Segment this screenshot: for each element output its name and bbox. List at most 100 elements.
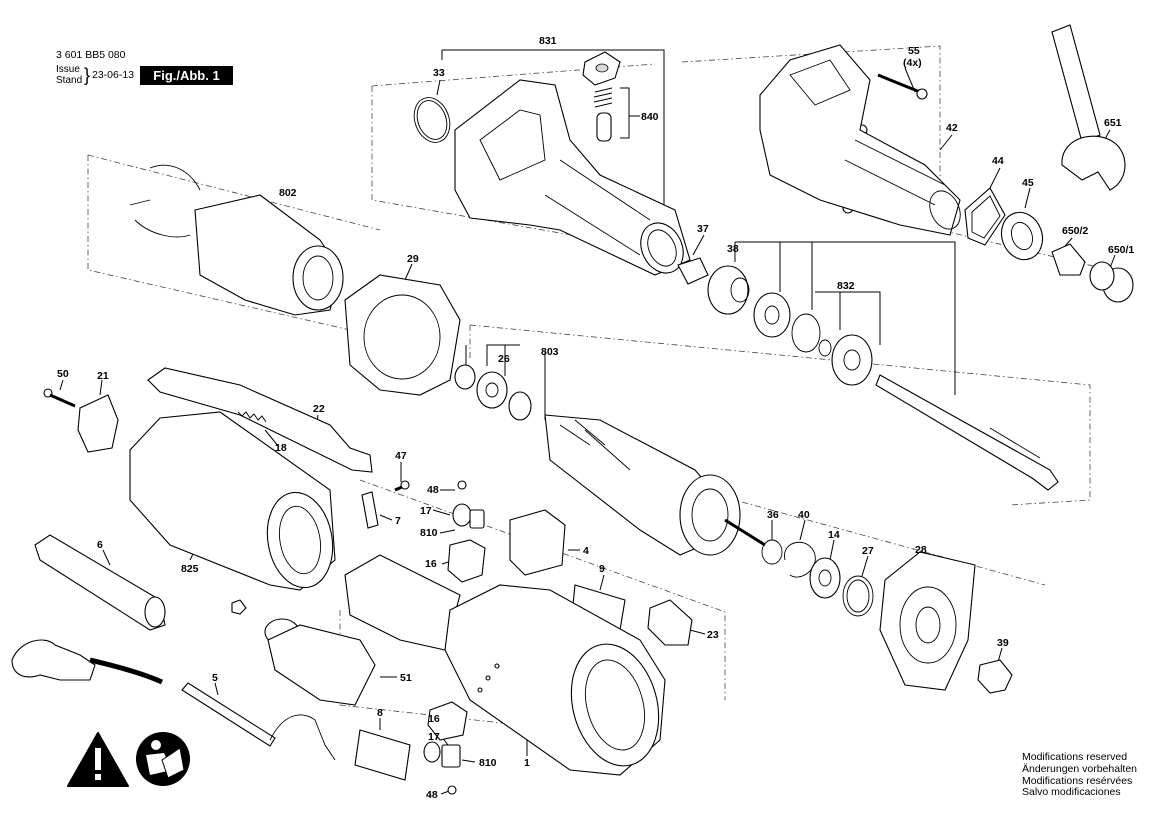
label-802: 802	[279, 187, 297, 199]
part-collet-650-2	[1051, 243, 1086, 276]
part-flange-28	[879, 551, 976, 691]
part-capacitor-4	[509, 509, 566, 576]
part-plug-39	[977, 659, 1013, 694]
part-bearings-26	[454, 364, 532, 421]
label-16-lower: 16	[428, 713, 440, 725]
label-48-upper: 48	[427, 484, 439, 496]
leader-lines	[59, 49, 1116, 795]
part-bearing-832	[753, 292, 873, 386]
label-21: 21	[97, 370, 109, 382]
label-18: 18	[275, 442, 287, 454]
label-23: 23	[707, 629, 719, 641]
part-cable-5	[181, 682, 336, 761]
modifications-line-fr: Modifications resérvées	[1022, 774, 1133, 787]
label-28: 28	[915, 544, 927, 556]
part-air-guide-29	[344, 274, 461, 396]
part-armature-803	[544, 414, 766, 556]
label-5: 5	[212, 672, 218, 684]
label-26: 26	[498, 353, 510, 365]
part-brush-holder-lower	[423, 701, 468, 795]
label-39: 39	[997, 637, 1009, 649]
part-ring-44	[964, 187, 1006, 246]
label-803: 803	[541, 346, 559, 358]
label-37: 37	[697, 223, 709, 235]
part-cover-23	[647, 599, 693, 646]
label-33: 33	[433, 67, 445, 79]
label-17-lower: 17	[428, 731, 440, 743]
label-8: 8	[377, 707, 383, 719]
label-14: 14	[828, 529, 840, 541]
doc-number: 3 601 BB5 080	[56, 49, 126, 61]
figure-label: Fig./Abb. 1	[140, 66, 233, 85]
part-cable-guard-6	[34, 534, 166, 631]
label-1: 1	[524, 757, 530, 769]
label-6: 6	[97, 539, 103, 551]
part-spindle-832	[875, 374, 1059, 491]
label-825: 825	[181, 563, 199, 575]
part-switch-rod-22	[147, 367, 373, 473]
part-nut-45	[1000, 211, 1044, 261]
part-motor-housing-825	[129, 411, 336, 591]
label-810-lower: 810	[479, 757, 497, 769]
part-ring-27	[842, 575, 874, 617]
part-gear-housing-831	[454, 79, 691, 276]
label-55-quantity: (4x)	[903, 57, 922, 69]
label-831: 831	[539, 35, 557, 47]
issue-date: 23-06-13	[92, 69, 135, 81]
label-42: 42	[946, 122, 958, 134]
label-7: 7	[395, 515, 401, 527]
label-650-2: 650/2	[1062, 225, 1088, 237]
read-manual-icon	[136, 732, 190, 786]
label-45: 45	[1022, 177, 1034, 189]
modifications-notice: Modifications reserved Änderungen vorbeh…	[1022, 751, 1138, 799]
part-bearing-38	[707, 265, 750, 315]
label-832: 832	[837, 280, 855, 292]
label-44: 44	[992, 155, 1004, 167]
part-o-ring-33	[413, 97, 451, 143]
label-22: 22	[313, 403, 325, 415]
label-48-lower: 48	[426, 789, 438, 801]
label-4: 4	[583, 545, 589, 557]
part-washers-36-40	[761, 539, 816, 578]
label-29: 29	[407, 253, 419, 265]
label-50: 50	[57, 368, 69, 380]
label-810-upper: 810	[420, 527, 438, 539]
label-27: 27	[862, 545, 874, 557]
label-17-upper: 17	[420, 505, 432, 517]
part-clip-7	[361, 491, 379, 529]
label-51: 51	[400, 672, 412, 684]
label-40: 40	[798, 509, 810, 521]
part-cable-plug	[11, 639, 164, 685]
label-36: 36	[767, 509, 779, 521]
part-spring-18	[237, 411, 267, 423]
label-650-1: 650/1	[1108, 244, 1134, 256]
part-spindle-lock-840	[582, 51, 621, 142]
part-stator-802	[129, 164, 344, 316]
part-main-housing-1	[444, 584, 666, 776]
label-38: 38	[727, 243, 739, 255]
label-651: 651	[1104, 117, 1122, 129]
part-nut-small	[231, 599, 247, 615]
part-screw-47	[394, 480, 410, 492]
part-screw-50	[43, 388, 76, 408]
warning-triangle-icon	[67, 732, 129, 787]
part-cover-21	[77, 394, 119, 453]
part-switch-housing	[344, 554, 461, 651]
part-label-8	[354, 729, 411, 781]
modifications-line-de: Änderungen vorbehalten	[1022, 762, 1138, 775]
part-gear-housing-42	[759, 44, 961, 236]
part-wrench-651	[1051, 24, 1126, 191]
modifications-line-es: Salvo modificaciones	[1022, 786, 1121, 799]
part-labels: 831 33 840 55 (4x) 42 651 802 44 45 37 6…	[57, 35, 1134, 801]
part-collet-nut-650-1	[1089, 261, 1134, 303]
modifications-line-en: Modifications reserved	[1022, 751, 1128, 763]
part-brush-holder-upper	[447, 480, 486, 583]
label-47: 47	[395, 450, 407, 462]
label-16-upper: 16	[425, 558, 437, 570]
label-840: 840	[641, 111, 659, 123]
brace-icon: }	[84, 65, 91, 85]
issue-label: Issue	[56, 64, 80, 75]
part-key-37	[677, 257, 709, 285]
label-9: 9	[599, 563, 605, 575]
